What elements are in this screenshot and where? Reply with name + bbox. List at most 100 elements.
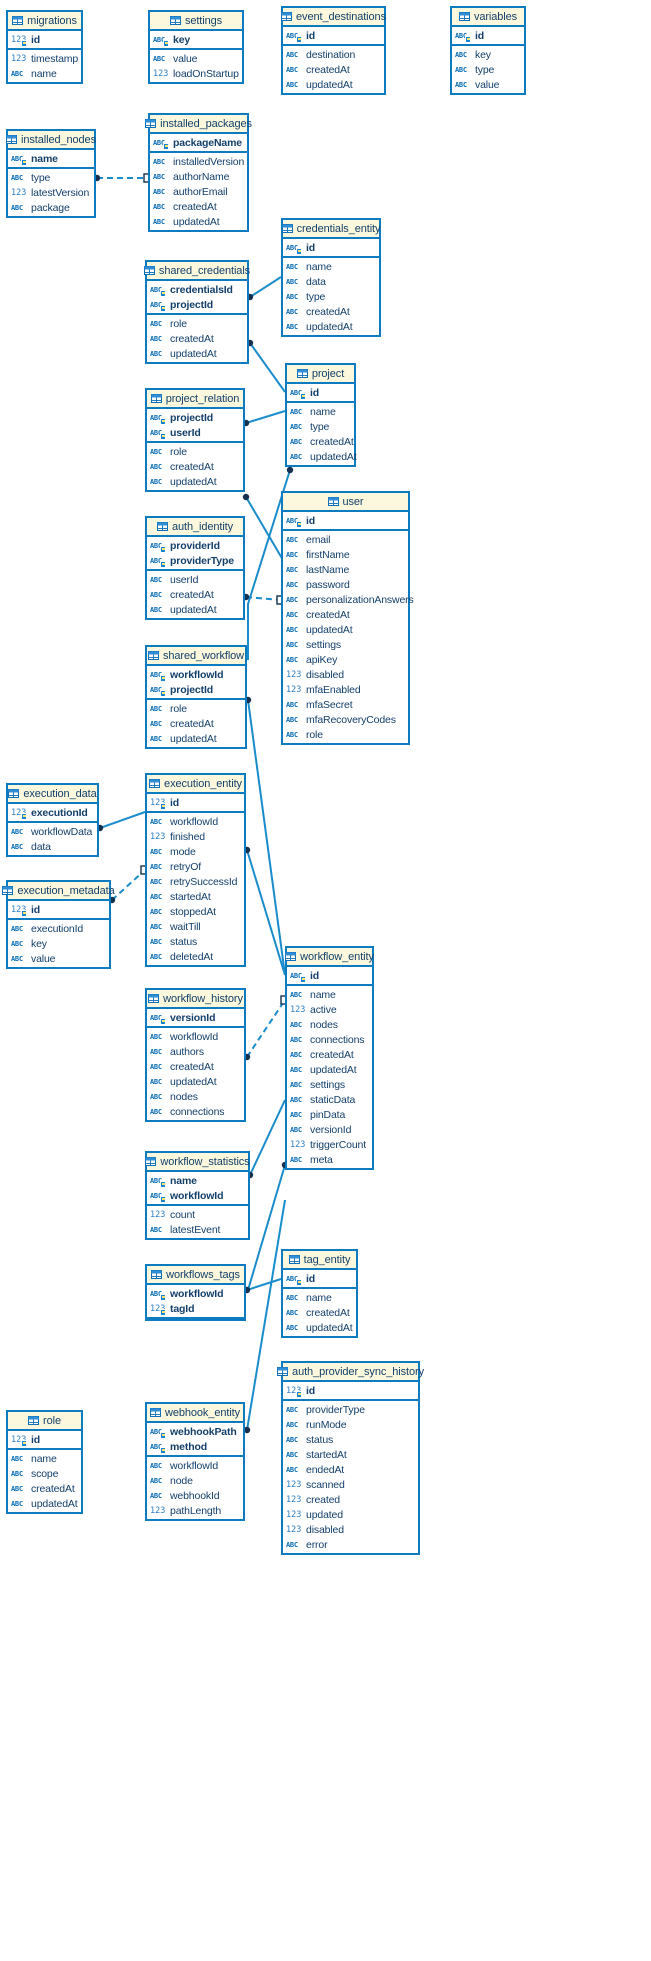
table-header-shared_workflow[interactable]: shared_workflow bbox=[147, 647, 245, 666]
table-header-role[interactable]: role bbox=[8, 1412, 81, 1431]
relation-shared_workflow-to-workflow_entity[interactable] bbox=[247, 699, 286, 976]
table-header-auth_provider_sync_history[interactable]: auth_provider_sync_history bbox=[277, 1363, 424, 1382]
relation-project_relation-to-user[interactable] bbox=[245, 496, 284, 561]
relation-workflow_history-to-workflow_entity[interactable] bbox=[246, 999, 286, 1058]
table-header-auth_identity[interactable]: auth_identity bbox=[147, 518, 243, 537]
relation-shared_credentials-to-credentials_entity[interactable] bbox=[249, 276, 282, 298]
relation-shared_credentials-to-project[interactable] bbox=[249, 342, 286, 393]
table-header-workflows_tags[interactable]: workflows_tags bbox=[147, 1266, 244, 1285]
table-header-event_destinations[interactable]: event_destinations bbox=[281, 8, 386, 27]
relation-execution_data-to-execution_entity[interactable] bbox=[99, 811, 146, 829]
table-header-settings[interactable]: settings bbox=[150, 12, 242, 31]
table-header-credentials_entity[interactable]: credentials_entity bbox=[281, 220, 381, 239]
relation-workflows_tags-to-tag_entity[interactable] bbox=[246, 1278, 282, 1291]
table-header-workflow_entity[interactable]: workflow_entity bbox=[285, 948, 374, 967]
table-header-shared_credentials[interactable]: shared_credentials bbox=[143, 262, 250, 281]
relation-execution_entity-to-workflow_entity[interactable] bbox=[246, 849, 286, 976]
table-header-project[interactable]: project bbox=[287, 365, 354, 384]
